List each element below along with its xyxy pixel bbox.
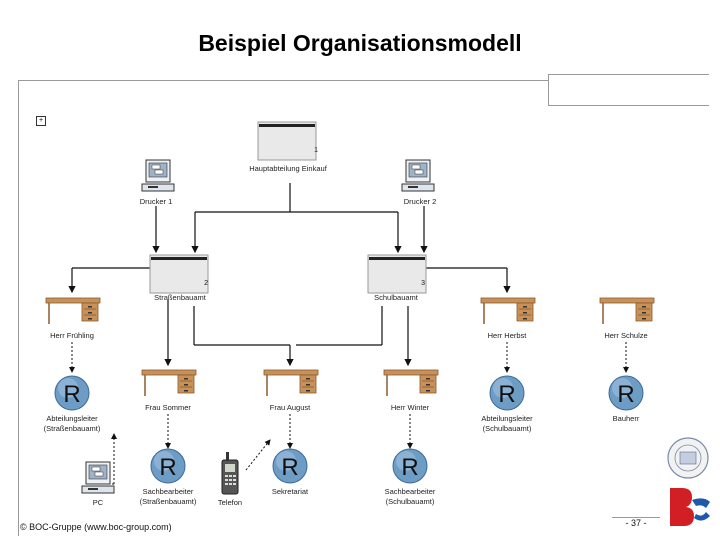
resource-label: Drucker 2: [404, 197, 437, 206]
role-letter: R: [63, 381, 80, 408]
role-label-line1: Sachbearbeiter: [385, 487, 436, 496]
unit-number: 3: [421, 280, 425, 287]
unit-hauptabteilung[interactable]: 1 Hauptabteilung Einkauf: [249, 121, 328, 173]
role-letter: R: [281, 454, 298, 481]
role-label-line1: Sekretariat: [272, 487, 309, 496]
copyright-text: © BOC-Gruppe (www.boc-group.com): [20, 522, 172, 532]
boc-mark-icon: [666, 486, 710, 530]
role-abteilungsleiter-schulbau[interactable]: R Abteilungsleiter (Schulbauamt): [481, 375, 533, 433]
role-label-line1: Bauherr: [613, 414, 640, 423]
role-label-line1: Abteilungsleiter: [46, 414, 98, 423]
person-label: Herr Herbst: [488, 331, 528, 340]
role-label-line2: (Schulbauamt): [386, 497, 435, 506]
person-herr-fruehling[interactable]: Herr Frühling: [45, 297, 101, 340]
person-label: Frau Sommer: [145, 403, 191, 412]
role-sachbearbeiter-schulbau[interactable]: R Sachbearbeiter (Schulbauamt): [385, 448, 436, 506]
role-letter: R: [498, 381, 515, 408]
role-sekretariat[interactable]: R Sekretariat: [272, 448, 309, 496]
role-label-line1: Sachbearbeiter: [143, 487, 194, 496]
person-herr-herbst[interactable]: Herr Herbst: [480, 297, 536, 340]
role-label-line2: (Straßenbauamt): [140, 497, 197, 506]
unit-schulbauamt[interactable]: 3 Schulbauamt: [367, 254, 427, 302]
person-label: Herr Schulze: [604, 331, 647, 340]
role-label-line1: Abteilungsleiter: [481, 414, 533, 423]
person-frau-sommer[interactable]: Frau Sommer: [141, 369, 197, 412]
unit-label: Schulbauamt: [374, 293, 419, 302]
telefon-icon[interactable]: Telefon: [218, 452, 242, 507]
role-letter: R: [159, 454, 176, 481]
page-number: - 37 -: [612, 517, 660, 528]
person-label: Frau August: [270, 403, 311, 412]
unit-number: 1: [314, 147, 318, 154]
drucker-1-icon[interactable]: Drucker 1: [140, 159, 175, 206]
resource-label: Drucker 1: [140, 197, 173, 206]
role-letter: R: [401, 454, 418, 481]
expand-icon[interactable]: +: [36, 116, 46, 126]
unit-strassenbauamt[interactable]: 2 Straßenbauamt: [149, 254, 209, 302]
person-label: Herr Winter: [391, 403, 430, 412]
person-herr-schulze[interactable]: Herr Schulze: [599, 297, 655, 340]
person-frau-august[interactable]: Frau August: [263, 369, 319, 412]
person-herr-winter[interactable]: Herr Winter: [383, 369, 439, 412]
role-label-line2: (Straßenbauamt): [44, 424, 101, 433]
role-bauherr[interactable]: R Bauherr: [608, 375, 644, 423]
unit-label: Hauptabteilung Einkauf: [249, 164, 327, 173]
model-header-box: [548, 74, 709, 106]
unit-label: Straßenbauamt: [154, 293, 207, 302]
resource-label: Telefon: [218, 498, 242, 507]
model-frame: [18, 80, 709, 536]
university-seal-icon: [667, 437, 709, 479]
role-abteilungsleiter-strassenbau[interactable]: R Abteilungsleiter (Straßenbauamt): [44, 375, 101, 433]
person-label: Herr Frühling: [50, 331, 94, 340]
pc-icon[interactable]: PC: [81, 461, 115, 507]
slide-title: Beispiel Organisationsmodell: [198, 30, 522, 56]
unit-number: 2: [204, 280, 208, 287]
role-letter: R: [617, 381, 634, 408]
boc-logo: [666, 437, 710, 530]
drucker-2-icon[interactable]: Drucker 2: [401, 159, 437, 206]
role-sachbearbeiter-strassenbau[interactable]: R Sachbearbeiter (Straßenbauamt): [140, 448, 197, 506]
resource-label: PC: [93, 498, 104, 507]
role-label-line2: (Schulbauamt): [483, 424, 532, 433]
